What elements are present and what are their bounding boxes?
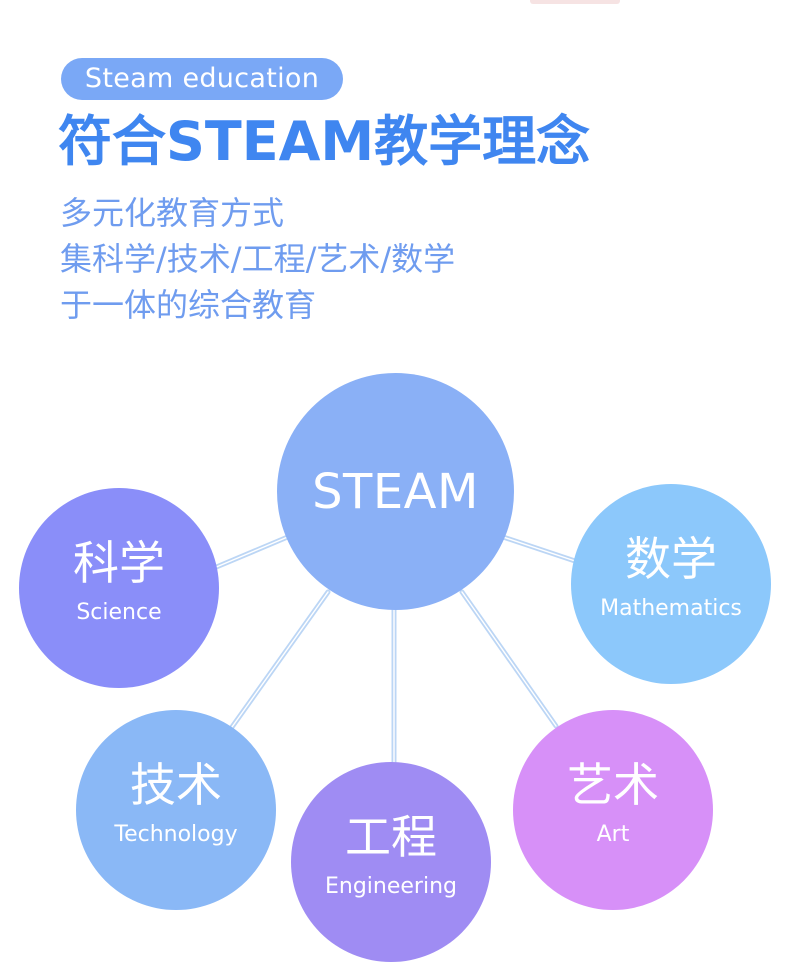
art-circle: 艺术 Art: [513, 710, 713, 910]
subtitle-line-2: 集科学/技术/工程/艺术/数学: [60, 240, 456, 278]
engineering-circle: 工程 Engineering: [291, 762, 491, 962]
top-accent-bar: [530, 0, 620, 4]
subtitle-block: 多元化教育方式 集科学/技术/工程/艺术/数学 于一体的综合教育: [60, 190, 455, 328]
technology-circle: 技术 Technology: [76, 710, 276, 910]
steam-center-label: STEAM: [312, 463, 479, 520]
science-circle: 科学 Science: [19, 488, 219, 688]
subtitle-line-1: 多元化教育方式: [60, 194, 285, 232]
steam-education-badge: Steam education: [61, 58, 343, 100]
science-label-en: Science: [76, 600, 162, 625]
art-label-en: Art: [596, 822, 630, 847]
engineering-label-zh: 工程: [345, 810, 437, 864]
art-label-zh: 艺术: [567, 758, 659, 812]
mathematics-label-en: Mathematics: [600, 596, 742, 621]
engineering-label-en: Engineering: [325, 874, 457, 899]
mathematics-label-zh: 数学: [625, 532, 717, 586]
technology-label-zh: 技术: [130, 758, 222, 812]
mathematics-circle: 数学 Mathematics: [571, 484, 771, 684]
technology-label-en: Technology: [114, 822, 238, 847]
subtitle-line-3: 于一体的综合教育: [60, 286, 317, 324]
science-label-zh: 科学: [73, 536, 165, 590]
steam-center-circle: STEAM: [277, 373, 514, 610]
page-title: 符合STEAM教学理念: [58, 110, 591, 173]
